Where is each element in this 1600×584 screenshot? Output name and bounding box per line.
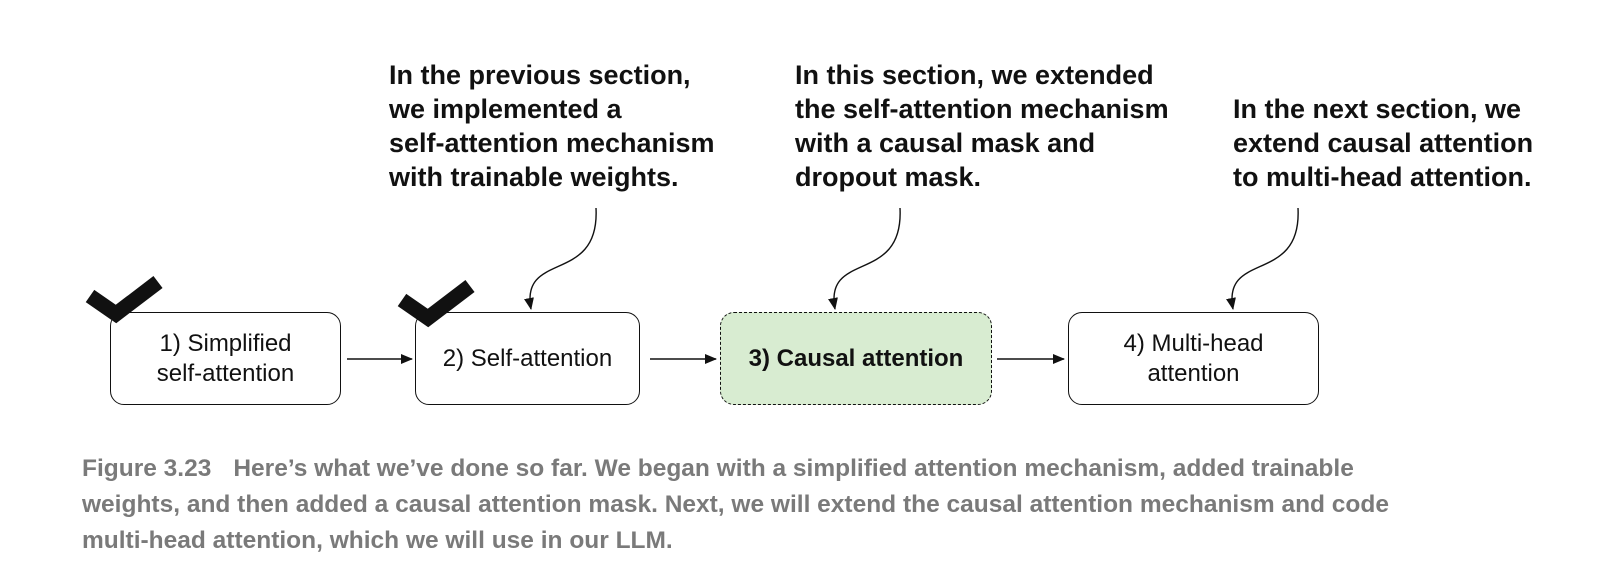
annotation-line: In the previous section,: [389, 60, 691, 90]
step-simplified-self-attention: 1) Simplified self-attention: [110, 312, 341, 405]
caption-line: Figure 3.23 Here’s what we’ve done so far…: [82, 451, 1572, 487]
step-label: self-attention: [156, 359, 295, 387]
caption-line: multi-head attention, which we will use …: [82, 527, 673, 554]
figure-caption: Figure 3.23 Here’s what we’ve done so far…: [82, 451, 1572, 559]
checkmark-icon: [397, 280, 475, 328]
callout-arrow-2: [828, 207, 901, 310]
step-label: 1) Simplified: [159, 329, 292, 357]
annotation-previous-section: In the previous section, we implemented …: [389, 58, 715, 194]
annotation-line: with trainable weights.: [389, 162, 679, 192]
annotation-this-section: In this section, we extended the self-at…: [795, 58, 1169, 194]
annotation-line: In this section, we extended: [795, 60, 1154, 90]
caption-text: Here’s what we’ve done so far. We began …: [233, 455, 1354, 482]
annotation-next-section: In the next section, we extend causal at…: [1233, 92, 1533, 194]
annotation-line: we implemented a: [389, 94, 622, 124]
figure-label: Figure 3.23: [82, 455, 212, 482]
annotation-line: self-attention mechanism: [389, 128, 715, 158]
step-label: 3) Causal attention: [748, 344, 964, 372]
callout-arrow-3: [1226, 207, 1299, 310]
annotation-line: to multi-head attention.: [1233, 162, 1532, 192]
step-label: 4) Multi-head: [1123, 329, 1264, 357]
step-label: 2) Self-attention: [442, 344, 613, 372]
step-multi-head-attention: 4) Multi-head attention: [1068, 312, 1319, 405]
step-label: attention: [1147, 359, 1240, 387]
caption-line: weights, and then added a causal attenti…: [82, 491, 1389, 518]
annotation-line: with a causal mask and: [795, 128, 1096, 158]
annotation-line: extend causal attention: [1233, 128, 1534, 158]
annotation-line: dropout mask.: [795, 162, 982, 192]
annotation-line: In the next section, we: [1233, 94, 1522, 124]
annotation-line: the self-attention mechanism: [795, 94, 1169, 124]
checkmark-icon: [85, 276, 163, 324]
callout-arrow-1: [524, 207, 597, 310]
step-self-attention: 2) Self-attention: [415, 312, 640, 405]
step-causal-attention-current: 3) Causal attention: [720, 312, 992, 405]
